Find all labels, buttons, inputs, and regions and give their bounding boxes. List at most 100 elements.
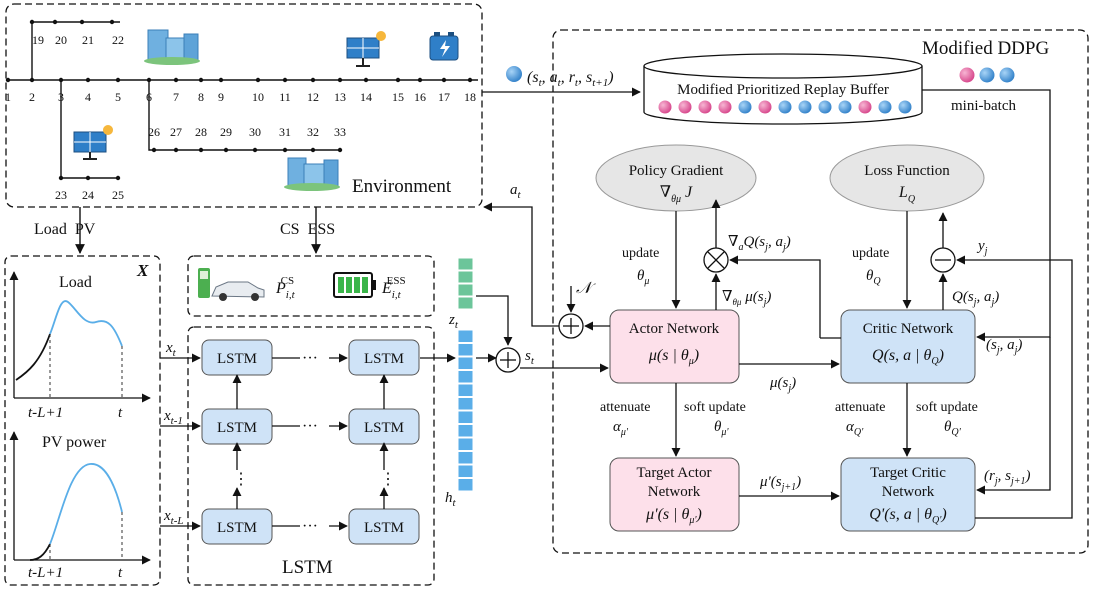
critic-network: Critic Network Q(s, a | θQ) <box>840 309 976 384</box>
actor-formula: μ(s | θμ) <box>648 347 699 367</box>
grad-q-label: ∇aQ(sj, aj) <box>728 234 791 253</box>
noise-adder <box>558 313 584 339</box>
actor-title: Actor Network <box>629 321 720 337</box>
bus-node <box>441 77 447 83</box>
low-priority-sample <box>838 100 852 114</box>
actor-network: Actor Network μ(s | θμ) <box>609 309 740 384</box>
transition-ball <box>506 66 522 82</box>
high-priority-sample <box>678 100 692 114</box>
policy-gradient-title: Policy Gradient <box>629 163 724 179</box>
cs-ess-panel: Pi,tCS Ei,tESS <box>187 255 435 317</box>
bus-node <box>467 77 473 83</box>
lstm-cell-label: LSTM <box>364 351 404 367</box>
multiply-operator <box>703 247 729 273</box>
high-priority-sample <box>698 100 712 114</box>
concat-operator <box>495 347 521 373</box>
critic-soft-update-label: soft update <box>916 400 978 415</box>
bus-number: 22 <box>112 33 124 47</box>
bus-node <box>85 175 91 181</box>
input-x-t-1: xt-1 <box>163 408 183 427</box>
bus-number: 1 <box>5 90 11 104</box>
input-x-t-L: xt-L <box>163 508 184 527</box>
load-history-curve <box>15 333 51 381</box>
bus-node <box>310 147 316 153</box>
load-window-curve <box>49 300 123 347</box>
actor-soft-update-label: soft update <box>684 400 746 415</box>
bus-number: 14 <box>360 90 372 104</box>
bus-number: 9 <box>218 90 224 104</box>
mu-sj-label: μ(sj) <box>769 375 796 394</box>
bus-node <box>146 77 152 83</box>
actor-update-param: θμ <box>637 268 649 287</box>
building-icon <box>144 29 200 65</box>
lstm-cell: LSTM <box>348 339 420 376</box>
bus-number: 16 <box>414 90 426 104</box>
bus-number: 20 <box>55 33 67 47</box>
bus-node <box>29 19 35 25</box>
bus-nodes <box>5 19 473 181</box>
bus-node <box>337 77 343 83</box>
bus-number: 26 <box>148 125 160 139</box>
target-critic-formula: Q'(s, a | θQ') <box>869 506 947 526</box>
load-axis-start: t-L+1 <box>28 405 63 421</box>
lstm-ellipsis: ··· <box>302 418 318 435</box>
environment-title: Environment <box>352 176 452 197</box>
battery-storage-icon <box>333 272 376 298</box>
transition-tuple: (st, at, rt, st+1) <box>527 69 614 89</box>
bus-number: 33 <box>334 125 346 139</box>
lstm-cell-label: LSTM <box>217 351 257 367</box>
e-ess-label: Ei,tESS <box>381 275 406 301</box>
critic-formula: Q(s, a | θQ) <box>872 347 944 367</box>
bus-number: 15 <box>392 90 404 104</box>
ddpg-title: Modified DDPG <box>922 38 1049 59</box>
mu-prime-label: μ'(sj+1) <box>759 474 801 493</box>
low-priority-sample <box>898 100 912 114</box>
solar-panel-icon <box>346 31 386 67</box>
target-actor-network: Target Actor Network μ'(s | θμ') <box>609 457 740 532</box>
target-critic-title-1: Target Critic <box>870 465 946 481</box>
bus-node <box>282 147 288 153</box>
high-priority-sample <box>718 100 732 114</box>
bus-number: 23 <box>55 188 67 202</box>
target-actor-title-1: Target Actor <box>637 465 712 481</box>
bus-node <box>115 175 121 181</box>
bus-number: 27 <box>170 125 182 139</box>
bus-node <box>85 77 91 83</box>
h-t-label: ht <box>445 490 457 509</box>
pv-axis-start: t-L+1 <box>28 565 63 581</box>
low-priority-sample <box>798 100 812 114</box>
critic-title: Critic Network <box>863 321 954 337</box>
bus-node <box>151 147 157 153</box>
bus-number: 25 <box>112 188 124 202</box>
critic-soft-update-param: θQ' <box>944 419 962 438</box>
lstm-cell-label: LSTM <box>217 520 257 536</box>
svg-text:⋮: ⋮ <box>380 471 396 488</box>
loss-function-title: Loss Function <box>864 163 950 179</box>
target-critic-title-2: Network <box>882 484 935 500</box>
low-priority-sample <box>878 100 892 114</box>
actor-attenuate-label: attenuate <box>600 400 651 415</box>
ev-charger-icon <box>198 268 210 298</box>
bus-node <box>363 77 369 83</box>
bus-node <box>395 77 401 83</box>
rj-sj1-label: (rj, sj+1) <box>984 468 1031 487</box>
bus-number: 13 <box>334 90 346 104</box>
bus-node <box>5 77 11 83</box>
pv-chart-title: PV power <box>42 434 107 451</box>
pv-axis-end: t <box>118 565 123 581</box>
z-t-vector <box>457 257 474 310</box>
noise-label: 𝒩 <box>576 280 596 297</box>
bus-node <box>255 77 261 83</box>
target-y-label: yj <box>976 238 988 257</box>
bus-number: 30 <box>249 125 261 139</box>
bus-number: 21 <box>82 33 94 47</box>
input-x-t: xt <box>165 340 177 359</box>
bus-node <box>79 19 85 25</box>
lstm-panel-title: LSTM <box>282 557 333 578</box>
bus-node <box>109 19 115 25</box>
svg-text:⋮: ⋮ <box>233 471 249 488</box>
bus-number: 3 <box>58 90 64 104</box>
bus-number: 32 <box>307 125 319 139</box>
pv-window-curve <box>49 463 123 545</box>
bus-node <box>282 77 288 83</box>
